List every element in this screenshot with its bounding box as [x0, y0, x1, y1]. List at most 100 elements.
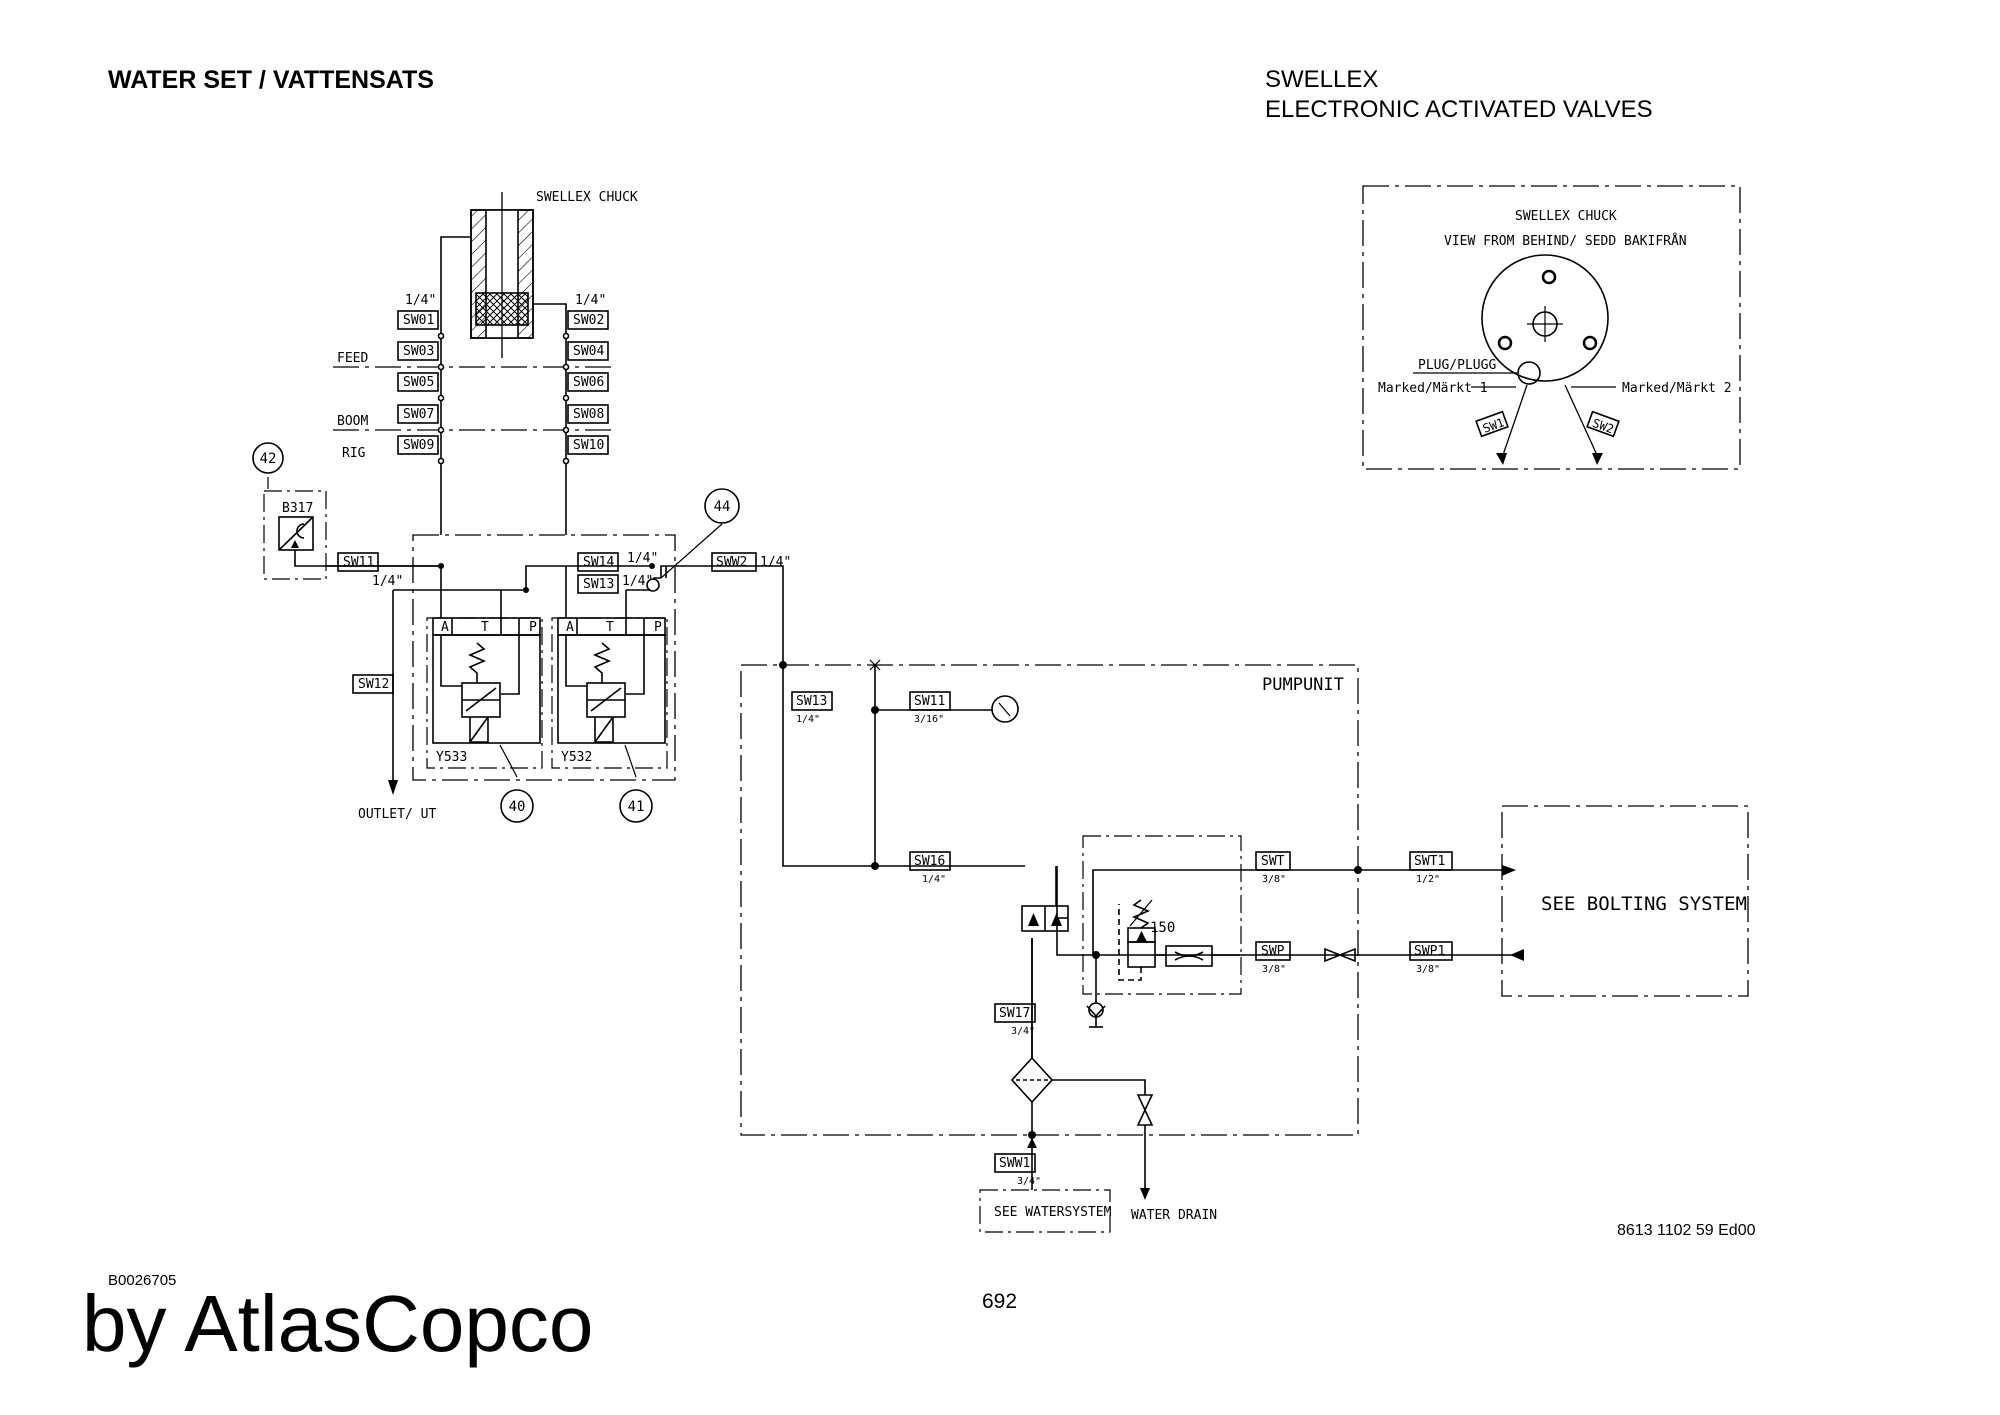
tag-sw06: SW06: [573, 375, 604, 390]
tag-sw05: SW05: [403, 375, 434, 390]
watersystem-label: SEE WATERSYSTEM: [994, 1205, 1112, 1220]
swt1-size: 1/2": [1416, 874, 1440, 885]
tag-box: [577, 574, 619, 594]
pump-sw13-size: 1/4": [796, 714, 820, 725]
tag-sw13: SW13: [583, 577, 614, 592]
chuck-tags-left: [397, 310, 439, 455]
relief-setting: 150: [1150, 920, 1175, 936]
ref-41-bubble: [619, 789, 653, 823]
chuck-label: SWELLEX CHUCK: [536, 190, 638, 205]
plug-label: PLUG/PLUGG: [1418, 358, 1496, 373]
pumpunit-title: PUMPUNIT: [1262, 675, 1344, 695]
sensor-b317-label: B317: [282, 501, 313, 516]
sw13-size: 1/4": [622, 574, 653, 589]
ref-44-bubble: [704, 488, 740, 524]
section-rig: RIG: [342, 446, 366, 461]
sw11-size: 1/4": [372, 574, 403, 589]
pump-tag-boxes: [791, 691, 1453, 1173]
inset-title-1: SWELLEX CHUCK: [1515, 209, 1617, 224]
sw17-size: 3/4": [1011, 1026, 1035, 1037]
chuck-rear-view-inset: [1362, 185, 1741, 470]
document-number: 8613 1102 59 Ed00: [1617, 1222, 1756, 1239]
tag-sw01: SW01: [403, 313, 434, 328]
valve-supply-lines: [326, 565, 784, 790]
tag-pump-sw11: SW11: [914, 694, 945, 709]
tag-sw11: SW11: [343, 555, 374, 570]
swp1-size: 3/8": [1416, 964, 1440, 975]
tag-box: [337, 552, 379, 572]
tag-sw08: SW08: [573, 407, 604, 422]
pump-symbol: [1021, 866, 1069, 932]
tag-box: [577, 552, 619, 572]
tag-box: [711, 552, 757, 572]
tag-sw07: SW07: [403, 407, 434, 422]
valve-block: [412, 534, 676, 781]
tag-sw02: SW02: [573, 313, 604, 328]
outlet-arrow: [388, 780, 398, 795]
tag-pump-sw13: SW13: [796, 694, 827, 709]
ref-44-label: 44: [714, 499, 731, 515]
chuck-size-left: 1/4": [405, 293, 436, 308]
section-feed: FEED: [337, 351, 368, 366]
page-title-right-2: ELECTRONIC ACTIVATED VALVES: [1265, 96, 1653, 123]
ref-42-label: 42: [260, 451, 277, 467]
sw14-size: 1/4": [627, 551, 658, 566]
port-a-1: A: [441, 620, 449, 635]
junction-dots-chuck: [437, 332, 570, 465]
ref-41-label: 41: [628, 799, 645, 815]
brand-watermark: by AtlasCopco: [82, 1279, 594, 1368]
tag-sw14: SW14: [583, 555, 614, 570]
reference-code: B0026705: [108, 1272, 177, 1289]
tag-sw16: SW16: [914, 854, 945, 869]
section-boom: BOOM: [337, 414, 368, 429]
port-a-2: A: [566, 620, 574, 635]
page-title-left: WATER SET / VATTENSATS: [108, 66, 434, 94]
valve-y533-label: Y533: [436, 750, 467, 765]
port-p-1: P: [529, 620, 537, 635]
port-p-2: P: [654, 620, 662, 635]
tag-sw10: SW10: [573, 438, 604, 453]
pump-sw11-size: 3/16": [914, 714, 944, 725]
tag-sw09: SW09: [403, 438, 434, 453]
sww2-size: 1/4": [760, 555, 791, 570]
section-lines: [333, 366, 612, 431]
port-t-1: T: [481, 620, 489, 635]
tag-sw12: SW12: [358, 677, 389, 692]
valve-y532-label: Y532: [561, 750, 592, 765]
marked-1-label: Marked/Märkt 1: [1378, 381, 1488, 396]
tag-box: [352, 674, 394, 694]
marked-2-label: Marked/Märkt 2: [1622, 381, 1732, 396]
port-t-2: T: [606, 620, 614, 635]
sw1-tag: SW1: [1481, 415, 1506, 436]
tag-swp1: SWP1: [1414, 944, 1445, 959]
tag-sw04: SW04: [573, 344, 604, 359]
tag-swt1: SWT1: [1414, 854, 1445, 869]
page-number: 692: [982, 1290, 1018, 1313]
tag-sww2: SWW2: [716, 555, 747, 570]
ref-44-leader: [660, 523, 723, 579]
relief-valve-block: [1082, 835, 1242, 1028]
pressure-sensor-b317: [252, 442, 441, 580]
chuck-size-right: 1/4": [575, 293, 606, 308]
bolting-system-label: SEE BOLTING SYSTEM: [1541, 893, 1747, 915]
ref-40-bubble: [500, 789, 534, 823]
bolting-system-box: [1501, 805, 1749, 997]
tag-swp: SWP: [1261, 944, 1285, 959]
watersystem-box: [979, 1189, 1111, 1233]
ref-40-label: 40: [509, 799, 526, 815]
tag-sww1: SWW1: [999, 1156, 1030, 1171]
swp1-arrow: [1510, 949, 1524, 961]
valve-y533: [432, 566, 541, 778]
tag-sw17: SW17: [999, 1006, 1030, 1021]
sw2-tag: SW2: [1591, 416, 1616, 437]
inset-title-2: VIEW FROM BEHIND/ SEDD BAKIFRÅN: [1444, 233, 1687, 249]
page-title-right-1: SWELLEX: [1265, 66, 1379, 93]
tag-sw03: SW03: [403, 344, 434, 359]
swt1-arrow: [1502, 865, 1516, 876]
pumpunit-frame: [740, 664, 1359, 1136]
sw16-size: 1/4": [922, 874, 946, 885]
outlet-label: OUTLET/ UT: [358, 807, 436, 822]
check-valve-44: [646, 578, 660, 592]
